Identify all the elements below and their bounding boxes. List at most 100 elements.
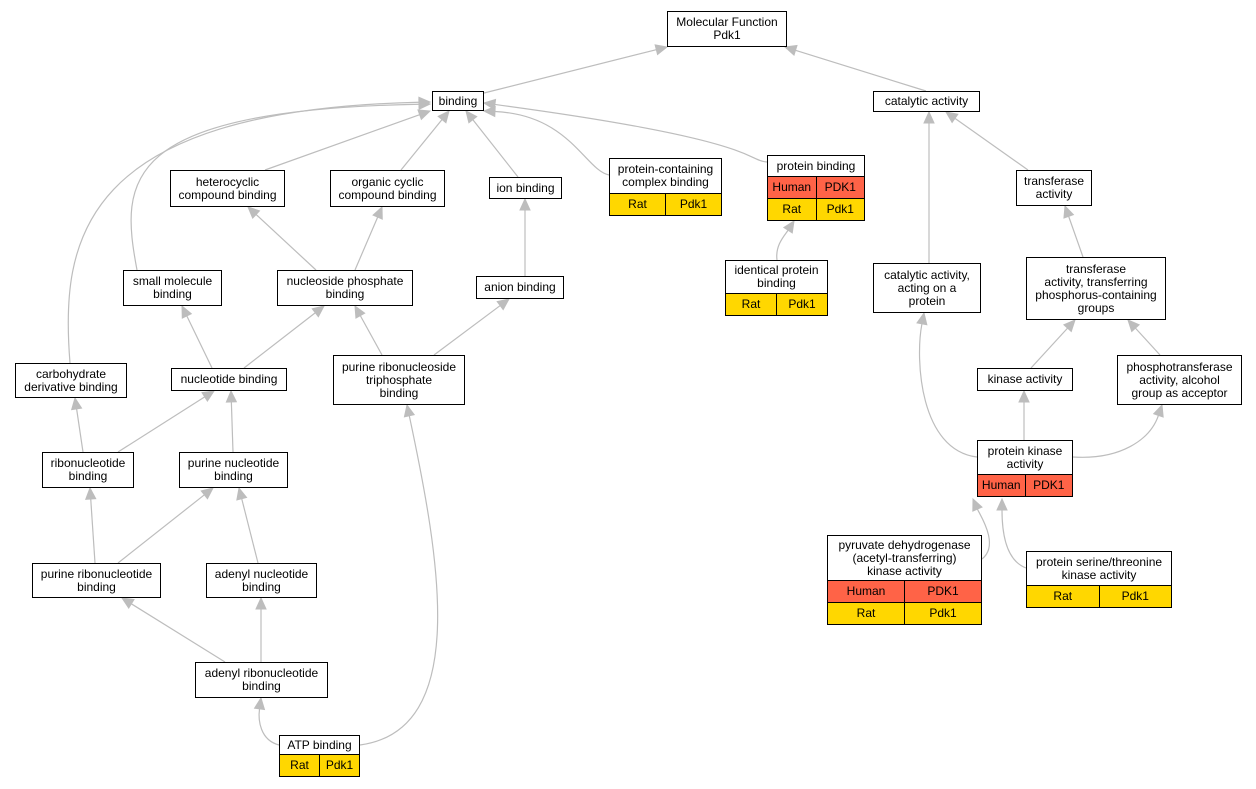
edge-heterocyclic-compound-binding-to-binding: [264, 109, 432, 171]
arrowhead-icon: [225, 389, 238, 403]
node-label: protein-containing complex binding: [617, 162, 714, 189]
edge-line: [400, 119, 443, 171]
node-nucleotide-binding[interactable]: nucleotide binding: [171, 368, 287, 391]
node-label: purine ribonucleotide binding: [40, 566, 153, 594]
arrowhead-icon: [1018, 389, 1030, 403]
node-organic-cyclic-compound-binding[interactable]: organic cyclic compound binding: [330, 170, 445, 207]
node-label: protein serine/threonine kinase activity: [1035, 554, 1163, 582]
node-transferase-phosphorus[interactable]: transferase activity, transferring phosp…: [1026, 257, 1166, 320]
node-label: phosphotransferase activity, alcohol gro…: [1126, 359, 1233, 400]
edge-protein-serine-threonine-kinase-activity-to-protein-kinase-activity: [996, 497, 1027, 569]
node-purine-ribonucleoside-triphosphate-binding[interactable]: purine ribonucleoside triphosphate bindi…: [333, 355, 465, 405]
annotation-gene: PDK1: [1024, 475, 1073, 496]
edge-line: [241, 498, 259, 564]
edge-line: [354, 216, 379, 271]
node-label: ribonucleotide binding: [50, 456, 126, 483]
edge-nucleotide-binding-to-small-molecule-binding: [181, 304, 213, 369]
annotation-species: Rat: [856, 606, 876, 620]
arrowhead-icon: [519, 197, 531, 211]
edge-line: [117, 396, 206, 453]
node-purine-nucleotide-binding[interactable]: purine nucleotide binding: [179, 452, 288, 488]
edge-line: [1068, 216, 1084, 258]
node-anion-binding[interactable]: anion binding: [476, 276, 564, 299]
node-label: ion binding: [496, 180, 555, 195]
node-adenyl-ribonucleotide-binding[interactable]: adenyl ribonucleotide binding: [195, 662, 328, 698]
edge-purine-nucleotide-binding-to-nucleotide-binding: [225, 389, 238, 453]
edge-line: [483, 49, 657, 94]
arrowhead-icon: [496, 298, 510, 311]
arrowhead-icon: [916, 311, 928, 326]
node-purine-ribonucleotide-binding[interactable]: purine ribonucleotide binding: [32, 563, 161, 598]
arrowhead-icon: [996, 497, 1008, 511]
edge-anion-binding-to-ion-binding: [519, 197, 531, 276]
node-small-molecule-binding[interactable]: small molecule binding: [123, 270, 222, 306]
node-binding[interactable]: binding: [432, 91, 484, 111]
edge-line: [1030, 327, 1069, 369]
annotation-gene: Pdk1: [665, 194, 721, 215]
edge-catalytic-activity-acting-on-a-protein-to-catalytic-activity: [923, 110, 935, 263]
node-label: protein kinase activity: [987, 443, 1063, 471]
edge-line: [230, 401, 234, 453]
node-transferase-activity[interactable]: transferase activity: [1016, 170, 1092, 206]
arrowhead-icon: [1062, 319, 1076, 333]
arrowhead-icon: [654, 44, 669, 56]
arrowhead-icon: [923, 110, 935, 124]
node-protein-serine-threonine-kinase-activity[interactable]: protein serine/threonine kinase activity…: [1026, 551, 1172, 608]
annotation-species: Rat: [628, 197, 647, 211]
annotation-gene: Pdk1: [904, 603, 981, 624]
node-heterocyclic-compound-binding[interactable]: heterocyclic compound binding: [170, 170, 285, 207]
edge-pyruvate-dehydrogenase-kinase-activity-to-protein-kinase-activity: [972, 497, 990, 560]
edge-protein-containing-complex-binding-to-binding: [482, 105, 610, 176]
node-phosphotransferase-alcohol[interactable]: phosphotransferase activity, alcohol gro…: [1117, 355, 1242, 405]
node-ribonucleotide-binding[interactable]: ribonucleotide binding: [42, 452, 134, 488]
annotation-species: Rat: [741, 297, 761, 311]
arrowhead-icon: [200, 487, 214, 500]
edge-line: [359, 415, 439, 746]
annotation-species: Rat: [1053, 589, 1073, 603]
arrowhead-icon: [236, 486, 248, 501]
node-kinase-activity[interactable]: kinase activity: [977, 368, 1073, 391]
arrowhead-icon: [782, 219, 795, 234]
annotation-gene: PDK1: [904, 581, 981, 602]
node-pyruvate-dehydrogenase-kinase-activity[interactable]: pyruvate dehydrogenase (acetyl-transferr…: [827, 535, 982, 625]
arrowhead-icon: [1063, 204, 1075, 219]
node-adenyl-nucleotide-binding[interactable]: adenyl nucleotide binding: [206, 563, 317, 598]
annotation-gene: Pdk1: [815, 199, 865, 220]
edge-line: [131, 603, 226, 663]
node-catalytic-activity[interactable]: catalytic activity: [873, 91, 980, 112]
node-nucleoside-phosphate-binding[interactable]: nucleoside phosphate binding: [277, 270, 413, 306]
node-catalytic-activity-acting-on-a-protein[interactable]: catalytic activity, acting on a protein: [873, 263, 981, 313]
edge-protein-kinase-activity-to-phosphotransferase-alcohol: [1072, 403, 1164, 458]
node-label: ATP binding: [287, 737, 352, 752]
arrowhead-icon: [372, 205, 383, 220]
annotation-gene: Pdk1: [319, 755, 359, 776]
node-label: purine nucleotide binding: [187, 456, 280, 483]
annotation-gene: PDK1: [815, 177, 865, 198]
node-label: heterocyclic compound binding: [178, 174, 277, 202]
arrowhead-icon: [417, 109, 432, 121]
edge-atp-binding-to-adenyl-ribonucleotide-binding: [253, 696, 280, 746]
arrowhead-icon: [120, 597, 135, 609]
edge-adenyl-ribonucleotide-binding-to-adenyl-nucleotide-binding: [255, 596, 267, 662]
edge-carbohydrate-derivative-binding-to-binding: [67, 96, 432, 364]
arrowhead-icon: [311, 305, 325, 318]
node-label: organic cyclic compound binding: [338, 174, 437, 202]
node-label: catalytic activity, acting on a protein: [884, 267, 970, 308]
node-molecular-function[interactable]: Molecular Function Pdk1: [667, 11, 787, 47]
node-carbohydrate-derivative-binding[interactable]: carbohydrate derivative binding: [15, 363, 127, 398]
node-label: purine ribonucleoside triphosphate bindi…: [341, 359, 457, 400]
node-ion-binding[interactable]: ion binding: [489, 177, 562, 199]
node-label: binding: [438, 93, 478, 108]
arrowhead-icon: [972, 497, 983, 512]
arrowhead-icon: [201, 390, 216, 403]
node-label: adenyl nucleotide binding: [214, 566, 309, 594]
